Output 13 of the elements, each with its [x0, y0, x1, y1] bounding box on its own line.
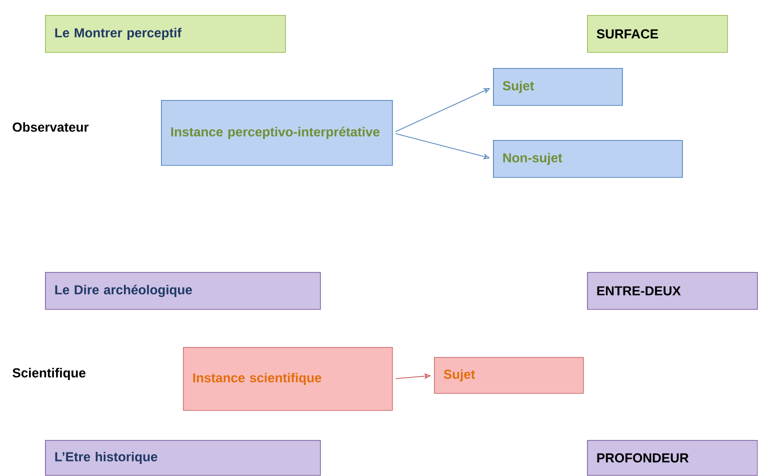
text-box: Non-sujet: [493, 140, 683, 178]
row-label: Observateur: [12, 122, 89, 132]
text-box: Le Montrer perceptif: [45, 15, 286, 53]
text-box: Le Dire archéologique: [45, 272, 321, 310]
text-box: ENTRE-DEUX: [587, 272, 758, 310]
text-box: Instance scientifique: [183, 347, 393, 411]
text-box: Sujet: [493, 68, 623, 106]
text-box: L’Etre historique: [45, 440, 321, 476]
text-box: PROFONDEUR: [587, 440, 758, 476]
row-label: Scientifique: [12, 368, 86, 380]
text-box: Instance perceptivo-interprétative: [161, 100, 393, 166]
text-box: SURFACE: [587, 15, 728, 53]
text-box: Sujet: [434, 357, 584, 394]
